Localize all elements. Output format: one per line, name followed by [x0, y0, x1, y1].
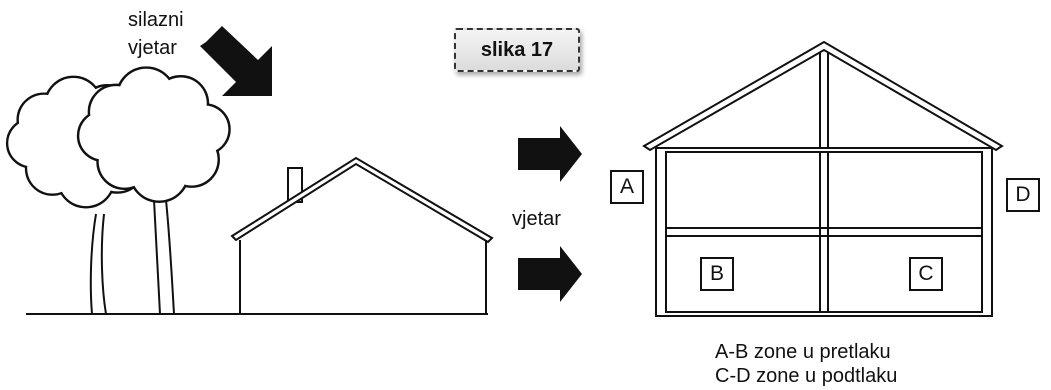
- wind-arrow-upper: [518, 126, 582, 182]
- small-house: [230, 156, 494, 314]
- wind-label: vjetar: [512, 208, 561, 230]
- downdraft-arrow: [200, 26, 272, 96]
- zone-c-box: C: [909, 257, 943, 291]
- figure-badge: slika 17: [454, 28, 580, 72]
- caption-line2: C-D zone u podtlaku: [715, 365, 898, 387]
- house-section: [642, 40, 1004, 317]
- zone-a-box: A: [610, 170, 644, 204]
- tree-trunks: [89, 199, 175, 315]
- zone-b-box: B: [700, 257, 734, 291]
- downdraft-label-line1: silazni: [128, 9, 184, 31]
- downdraft-label-line2: vjetar: [128, 37, 177, 59]
- caption-line1: A-B zone u pretlaku: [715, 341, 891, 363]
- zone-d-box: D: [1006, 178, 1040, 212]
- wind-arrow-lower: [518, 246, 582, 302]
